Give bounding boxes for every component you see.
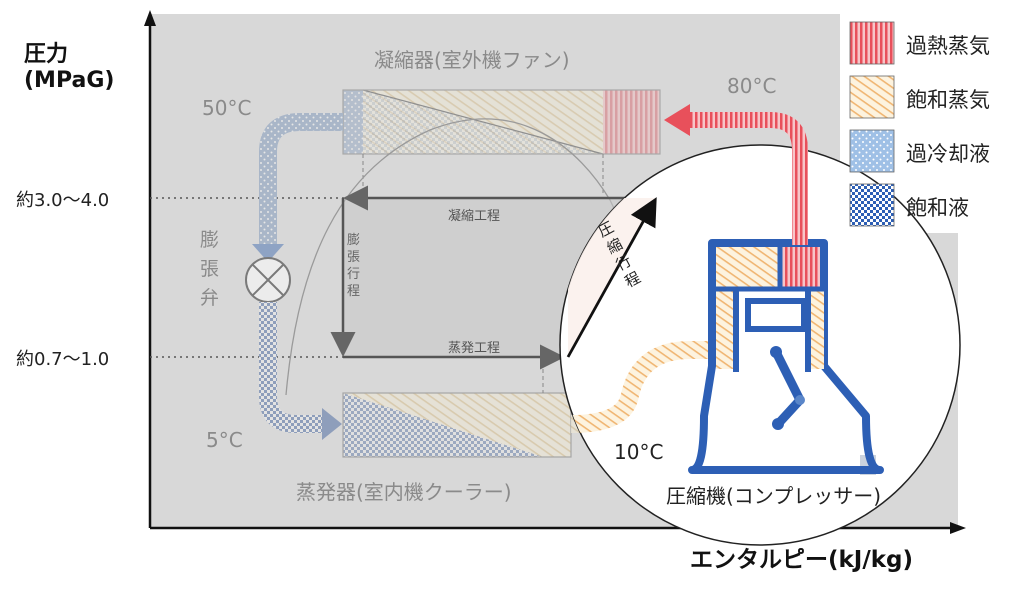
liquid-line-arrowhead [252, 244, 284, 262]
y-axis-title: 圧力 (MPaG) [24, 36, 114, 93]
compression-line [566, 197, 657, 358]
y-axis-title-line2: (MPaG) [24, 68, 115, 93]
discharge-temperature: 80°C [727, 74, 777, 98]
expansion-process-char-1: 膨 [347, 233, 361, 248]
expansion-valve-label: 膨 張 弁 [200, 226, 219, 313]
discharge-arrowhead [664, 104, 690, 136]
condensation-process-label: 凝縮工程 [448, 209, 501, 224]
legend-label-superheated: 過熱蒸気 [906, 34, 990, 58]
legend-swatch-saturated-liquid [849, 183, 895, 227]
suction-temperature: 10°C [614, 440, 664, 464]
expansion-process-char-3: 行 [347, 267, 361, 282]
compressor-label: 圧縮機(コンプレッサー) [666, 484, 882, 508]
expansion-valve-char-3: 弁 [200, 287, 220, 309]
legend-label-saturated-liquid: 飽和液 [906, 196, 969, 220]
legend-label-subcooled: 過冷却液 [906, 142, 990, 166]
expansion-valve-symbol [245, 257, 291, 303]
legend-swatch-superheated [849, 21, 895, 65]
legend-swatch-subcooled [849, 129, 895, 173]
y-axis-title-line1: 圧力 [24, 42, 69, 67]
expansion-process-label: 膨 張 行 程 [347, 232, 360, 300]
evaporator-inlet-arrowhead [322, 408, 342, 440]
expansion-valve-char-1: 膨 [200, 229, 220, 251]
evaporating-temperature: 5°C [206, 428, 243, 452]
compressor-illustration [688, 239, 884, 474]
expansion-valve-char-2: 張 [200, 258, 220, 280]
expansion-process-char-4: 程 [347, 284, 361, 299]
evaporator-inlet-pipe [259, 302, 325, 433]
evaporator-unit [342, 392, 572, 458]
y-tick-low-pressure: 約0.7〜1.0 [16, 349, 110, 370]
legend [849, 21, 895, 227]
liquid-line-pipe [259, 113, 343, 248]
discharge-pipe [686, 112, 808, 245]
y-axis-arrowhead [144, 10, 156, 26]
legend-swatch-saturated-vapor [849, 75, 895, 119]
legend-label-saturated-vapor: 飽和蒸気 [906, 88, 990, 112]
compressor-magnifier [559, 144, 961, 546]
condensing-temperature: 50°C [202, 96, 252, 120]
condenser-label: 凝縮器(室外機ファン) [374, 48, 570, 72]
x-axis-arrowhead [950, 522, 966, 534]
condenser-unit [342, 89, 661, 155]
y-tick-high-pressure: 約3.0〜4.0 [16, 190, 110, 211]
x-axis-title: エンタルピー(kJ/kg) [690, 547, 914, 573]
evaporation-process-label: 蒸発工程 [448, 341, 501, 356]
evaporator-label: 蒸発器(室内機クーラー) [296, 480, 512, 504]
expansion-process-char-2: 張 [347, 250, 361, 265]
